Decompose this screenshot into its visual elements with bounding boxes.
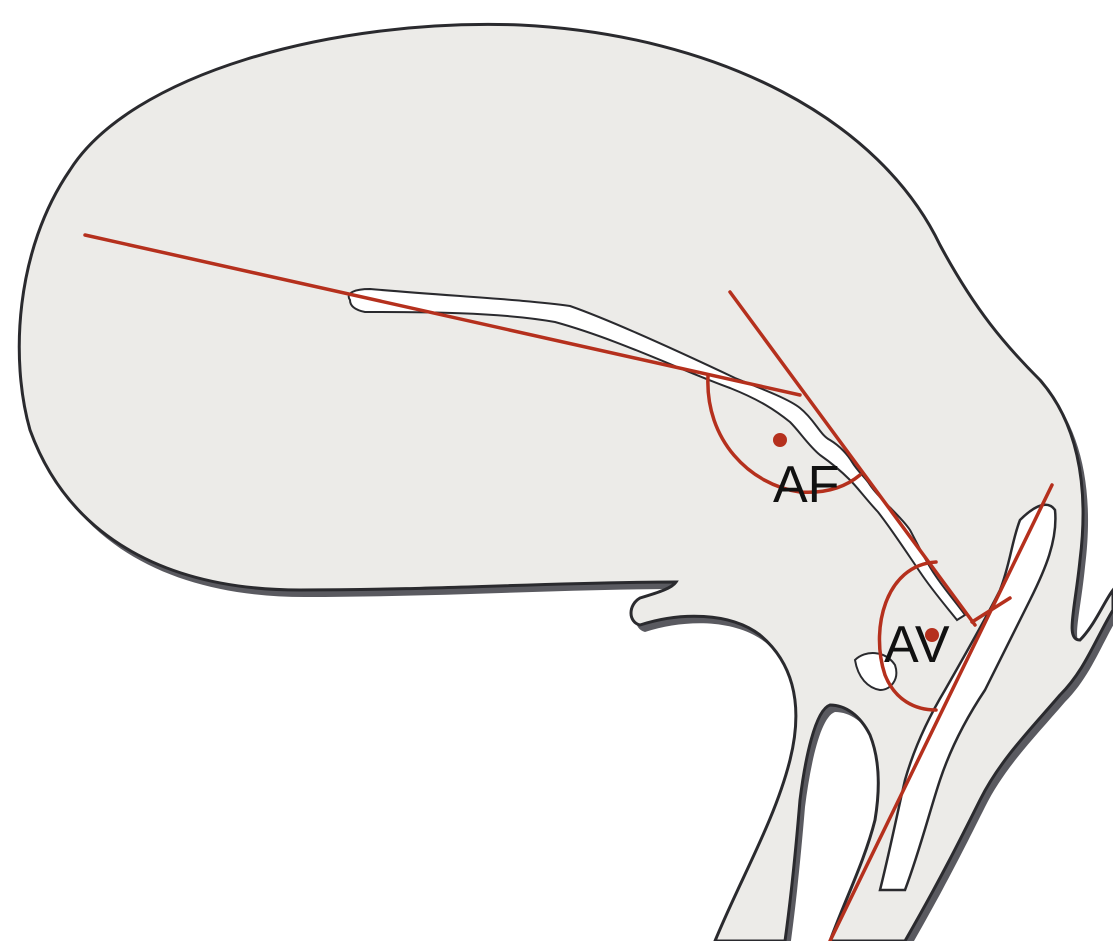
label-af: AF: [773, 456, 839, 514]
label-av: AV: [884, 616, 950, 674]
organ-body: [19, 24, 1113, 941]
af-vertex-dot: [773, 433, 787, 447]
